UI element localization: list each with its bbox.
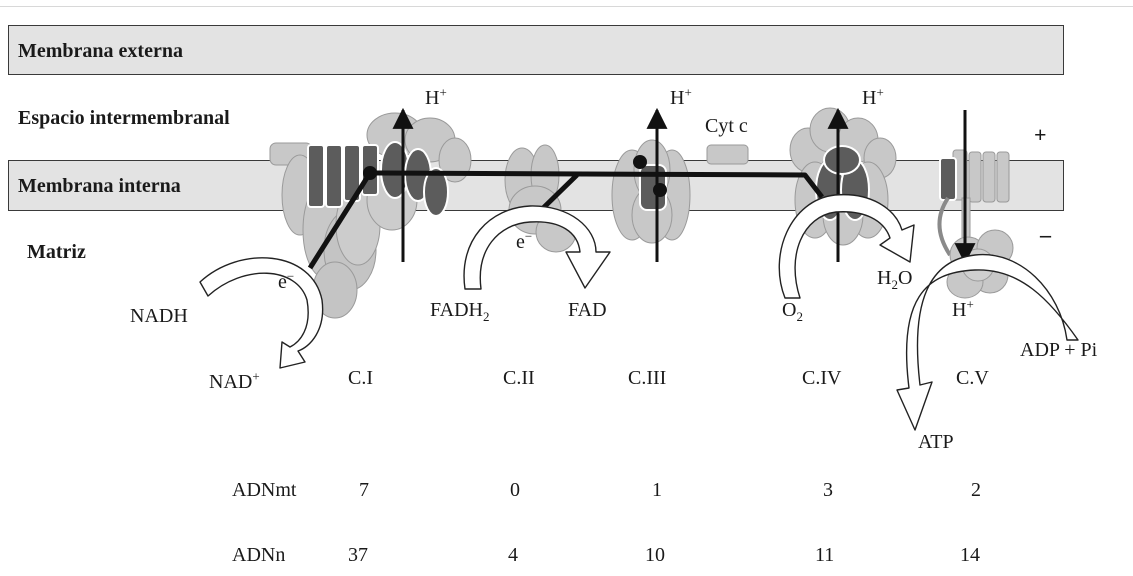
positive-charge: + bbox=[1034, 122, 1047, 147]
outer-membrane bbox=[8, 25, 1064, 75]
proton-label-cv: H+ bbox=[952, 296, 974, 321]
fad-label: FAD bbox=[568, 299, 607, 321]
nad-label: NAD+ bbox=[209, 368, 260, 393]
atp-label: ATP bbox=[918, 431, 954, 453]
proton-label-ciii: H+ bbox=[670, 84, 692, 109]
fadh2-label: FADH2 bbox=[430, 299, 490, 324]
o2-label: O2 bbox=[782, 299, 803, 324]
complex-v-label: C.V bbox=[956, 367, 989, 389]
table-cell: 3 bbox=[823, 479, 833, 501]
negative-charge: – bbox=[1040, 222, 1051, 247]
complex-iv-label: C.IV bbox=[802, 367, 842, 389]
complex-v-protein bbox=[937, 149, 1014, 299]
complex-i-label: C.I bbox=[348, 367, 373, 389]
table-cell: 2 bbox=[971, 479, 981, 501]
top-separator bbox=[0, 6, 1133, 7]
outer-membrane-label: Membrana externa bbox=[18, 40, 183, 62]
electron-label-ci: e− bbox=[278, 268, 295, 293]
complex-iii-label: C.III bbox=[628, 367, 667, 389]
intermembrane-space-label: Espacio intermembranal bbox=[18, 107, 230, 129]
table-cell: 1 bbox=[652, 479, 662, 501]
table-cell: 4 bbox=[508, 544, 518, 566]
table-cell: 7 bbox=[359, 479, 369, 501]
atp-arrow bbox=[896, 253, 1079, 431]
electron-dot-ciii-top bbox=[633, 155, 647, 169]
electron-dot-ciii-bottom bbox=[653, 183, 667, 197]
adp-pi-label: ADP + Pi bbox=[1020, 339, 1098, 361]
cytochrome-c-label: Cyt c bbox=[705, 115, 748, 137]
cytochrome-c bbox=[706, 144, 749, 165]
table-row-label-adnmt: ADNmt bbox=[232, 479, 297, 501]
nadh-label: NADH bbox=[130, 305, 188, 327]
fadh-arrow bbox=[463, 205, 611, 290]
h2o-label: H2O bbox=[877, 267, 913, 292]
table-cell: 14 bbox=[960, 544, 980, 566]
table-cell: 10 bbox=[645, 544, 665, 566]
nadh-arrow bbox=[199, 257, 324, 369]
table-cell: 11 bbox=[815, 544, 835, 566]
proton-label-ci: H+ bbox=[425, 84, 447, 109]
electron-dot-ci bbox=[363, 166, 377, 180]
electron-label-cii: e− bbox=[516, 228, 533, 253]
matrix-label: Matriz bbox=[27, 241, 86, 263]
o2-arrow bbox=[778, 193, 915, 299]
inner-membrane-label: Membrana interna bbox=[18, 175, 181, 197]
table-cell: 0 bbox=[510, 479, 520, 501]
complex-ii-label: C.II bbox=[503, 367, 535, 389]
complex-iii-protein bbox=[611, 139, 691, 244]
table-cell: 37 bbox=[348, 544, 368, 566]
proton-label-civ: H+ bbox=[862, 84, 884, 109]
table-row-label-adnn: ADNn bbox=[232, 544, 286, 566]
electron-path bbox=[307, 170, 824, 270]
